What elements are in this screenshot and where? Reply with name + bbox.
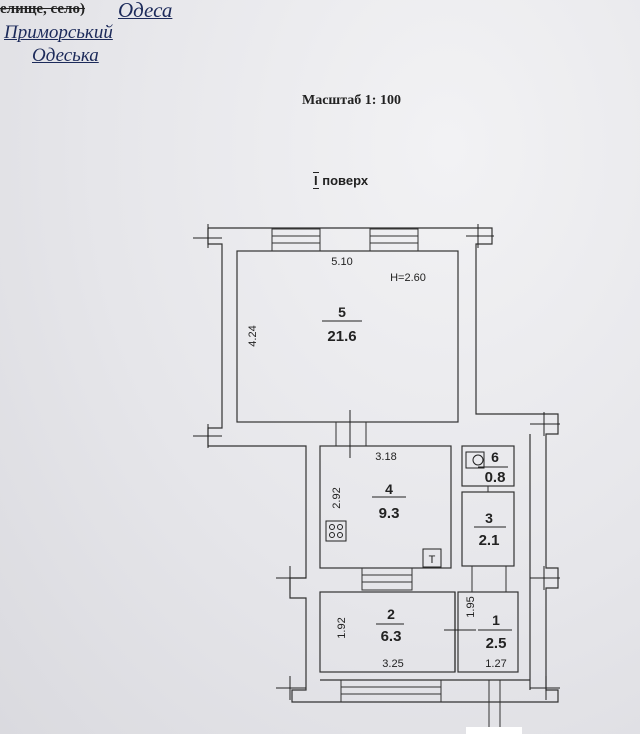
- room-5-height: H=2.60: [390, 272, 426, 284]
- room-3-number: 3: [485, 510, 493, 526]
- room-1-area: 2.5: [486, 635, 507, 652]
- room-5-depth: 4.24: [247, 325, 259, 346]
- room-6-number: 6: [491, 449, 499, 465]
- room-3-area: 2.1: [479, 532, 500, 549]
- room-1-depth: 1.95: [465, 596, 477, 617]
- room-2-number: 2: [387, 606, 395, 622]
- toilet-icon: [465, 451, 485, 469]
- paper-scrap: [466, 727, 522, 734]
- room-1-number: 1: [492, 612, 500, 628]
- floor-word: поверх: [322, 173, 369, 188]
- room-4-area: 9.3: [379, 505, 400, 522]
- windows: [271, 228, 442, 703]
- city-name: Одеса: [118, 0, 173, 22]
- floor-numeral: I: [313, 172, 319, 189]
- stove-icon: [325, 520, 347, 542]
- heater-box: [422, 548, 442, 568]
- room-5-number: 5: [338, 304, 346, 320]
- room-4-number: 4: [385, 481, 393, 497]
- room-4-depth: 2.92: [331, 487, 343, 508]
- heater-mark: T: [429, 554, 436, 566]
- region-name: Одеська: [32, 45, 99, 66]
- room-2-area: 6.3: [381, 628, 402, 645]
- room-6-area: 0.8: [485, 469, 506, 486]
- area-dividers: [322, 320, 512, 631]
- room-4-width: 3.18: [375, 451, 396, 463]
- room-2-depth: 1.92: [336, 617, 348, 638]
- room-5-area: 21.6: [327, 328, 356, 345]
- scale-label: Масштаб 1: 100: [302, 93, 401, 108]
- floor-label: I поверх: [313, 172, 369, 189]
- doorways: [335, 422, 507, 734]
- room-1-width: 1.27: [485, 658, 506, 670]
- district-name: Приморський: [4, 22, 113, 43]
- room-5-width: 5.10: [331, 256, 352, 268]
- room-2-width: 3.25: [382, 658, 403, 670]
- wall-ticks: [193, 224, 560, 700]
- settlement-type-label: елище, село): [0, 1, 85, 17]
